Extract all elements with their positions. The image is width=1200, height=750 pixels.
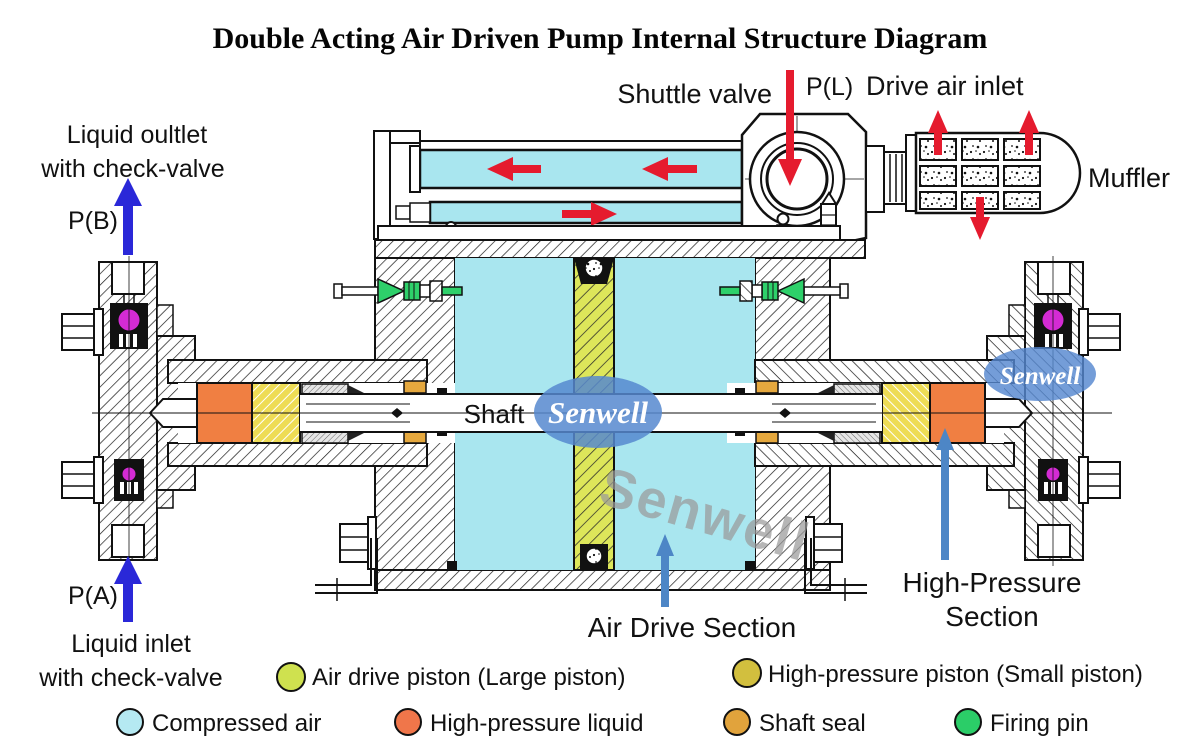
gland-packing <box>301 383 349 395</box>
senwell-logo-center: Senwell <box>534 376 662 448</box>
legend-swatch-high-pressure-piston <box>732 658 762 688</box>
firing-pin-cone <box>377 277 406 305</box>
p-b-arrow <box>114 178 142 255</box>
page-title: Double Acting Air Driven Pump Internal S… <box>213 22 988 55</box>
valve-spring <box>126 334 130 347</box>
liquid-outlet-label-2: with check-valve <box>40 155 224 183</box>
high-pressure-section-label-1: High-Pressure <box>903 567 1082 598</box>
legend-swatch-firing-pin <box>954 708 982 736</box>
legend-label-firing-pin: Firing pin <box>990 710 1089 737</box>
exhaust-arrow-up-2 <box>1019 110 1039 155</box>
body-bottom-plate <box>374 569 831 591</box>
tube-post <box>373 130 391 240</box>
gland-cone <box>348 432 366 441</box>
centerline-tick <box>391 408 403 418</box>
valve-bore-inner <box>765 147 829 211</box>
muffler <box>865 110 1082 240</box>
tube-fitting <box>395 205 411 220</box>
air-drive-section-label: Air Drive Section <box>588 612 797 643</box>
liquid-outlet-label-1: Liquid oultlet <box>67 121 207 149</box>
legend-label-high-pressure-piston: High-pressure piston (Small piston) <box>768 661 1143 688</box>
flange-bolt <box>61 456 104 504</box>
piston-top-packing <box>584 258 604 278</box>
body-top-flange <box>377 225 841 241</box>
logo-oval <box>534 376 662 448</box>
valve-stud <box>776 212 790 226</box>
flange-bolt <box>61 308 104 356</box>
body-top-plate <box>374 239 866 259</box>
tube-fitting <box>409 202 431 223</box>
wall-seal <box>437 388 447 395</box>
legend-swatch-high-pressure-liquid <box>394 708 422 736</box>
legend-label-compressed-air: Compressed air <box>152 710 321 737</box>
air-drive-section-arrow <box>656 534 674 607</box>
legend-swatch-air-drive-piston <box>276 662 306 692</box>
drive-air-inlet-label: Drive air inlet <box>866 71 1024 101</box>
legend-label-high-pressure-liquid: High-pressure liquid <box>430 710 643 737</box>
drive-air-inlet-arrow <box>778 70 802 186</box>
hp-cylinder-bottom-wall <box>167 442 428 467</box>
legend: Air drive piston (Large piston) High-pre… <box>116 658 1143 737</box>
annotations: Shuttle valve P(L) Drive air inlet Muffl… <box>38 71 1170 692</box>
exhaust-arrow-down <box>970 197 990 240</box>
gland-packing <box>301 431 349 444</box>
shaft-seal <box>403 380 427 394</box>
p-a-label: P(A) <box>68 582 118 610</box>
legend-label-air-drive-piston: Air drive piston (Large piston) <box>312 664 625 691</box>
hp-cylinder-top-wall <box>167 359 428 384</box>
shaft-label: Shaft <box>464 399 525 429</box>
flow-arrow-left-2 <box>642 157 697 181</box>
gland-cone <box>348 385 366 394</box>
exhaust-arrow-up-1 <box>928 110 948 155</box>
chamber-corner-seal <box>447 561 457 570</box>
legend-label-shaft-seal: Shaft seal <box>759 710 866 737</box>
valve-spring <box>120 482 124 494</box>
muffler-label: Muffler <box>1088 163 1170 193</box>
high-pressure-section-label-2: Section <box>945 601 1038 632</box>
liquid-inlet-label-1: Liquid inlet <box>71 630 191 658</box>
outlet-port <box>111 261 145 295</box>
legend-swatch-shaft-seal <box>723 708 751 736</box>
inlet-port <box>111 524 145 558</box>
logo-text: Senwell <box>548 395 648 430</box>
firing-pin-tip <box>441 286 463 296</box>
muffler-plate <box>905 134 917 212</box>
logo-text: Senwell <box>1000 363 1081 390</box>
p-b-label: P(B) <box>68 207 118 235</box>
flow-arrow-left-1 <box>487 157 541 181</box>
flow-arrow-right <box>562 202 617 226</box>
piston-bottom-packing <box>585 547 603 565</box>
muffler-adapter <box>865 145 885 213</box>
tube-rail <box>419 140 743 151</box>
liquid-inlet-label-2: with check-valve <box>38 664 222 692</box>
shuttle-valve-label: Shuttle valve <box>617 79 772 109</box>
senwell-logo-right: Senwell <box>984 347 1096 401</box>
tube-end-cap <box>409 145 421 193</box>
valve-spring <box>119 334 123 347</box>
valve-bore-ring <box>760 142 834 216</box>
mounting-foot <box>315 538 378 601</box>
logo-oval <box>984 347 1096 401</box>
valve-spring <box>134 482 138 494</box>
p-l-label: P(L) <box>806 73 853 101</box>
legend-swatch-compressed-air <box>116 708 144 736</box>
valve-spring <box>133 334 137 347</box>
high-pressure-section-arrow <box>936 428 954 560</box>
centerline-tick <box>779 408 791 418</box>
p-a-arrow <box>114 556 142 622</box>
chamber-corner-seal <box>745 561 755 570</box>
firing-pin-assembly <box>333 277 463 305</box>
firing-pin-collar <box>403 281 421 301</box>
